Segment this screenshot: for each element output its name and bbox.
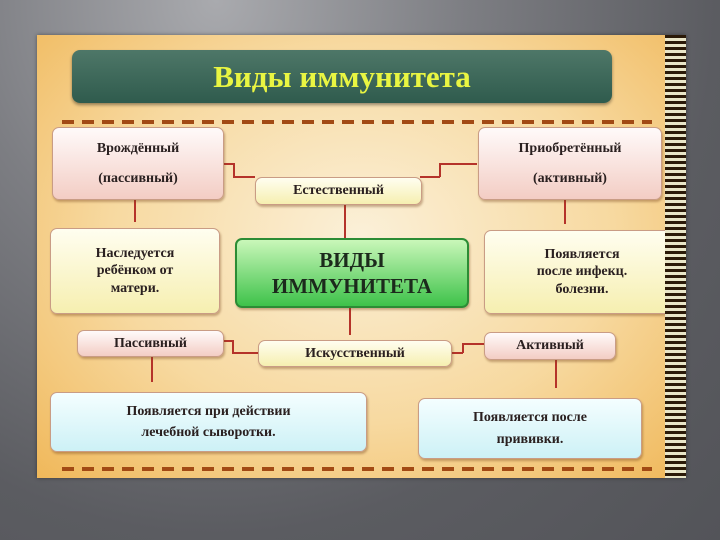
immunity-diagram-image: Виды иммунитета Врождённый (пассивный) Е… <box>37 35 686 478</box>
after-infection-line3: болезни. <box>555 281 609 297</box>
passive-box: Пассивный <box>77 330 224 357</box>
active-box: Активный <box>484 332 616 360</box>
connector <box>232 340 234 353</box>
serum-box: Появляется при действии лечебной сыворот… <box>50 392 367 452</box>
serum-line1: Появляется при действии <box>126 403 291 419</box>
arrow-down-active <box>555 358 557 388</box>
connector <box>222 163 234 165</box>
center-line2: ИММУНИТЕТА <box>271 274 433 298</box>
natural-box: Естественный <box>255 177 422 205</box>
innate-sublabel: (пассивный) <box>98 170 178 186</box>
after-infection-line2: после инфекц. <box>536 264 628 280</box>
center-line1: ВИДЫ <box>319 247 385 272</box>
center-box: ВИДЫ ИММУНИТЕТА <box>235 238 469 308</box>
connector <box>223 340 233 342</box>
connector <box>439 163 441 177</box>
decorative-strip <box>665 35 686 478</box>
connector <box>233 163 235 177</box>
connector <box>462 343 484 345</box>
after-infection-box: Появляется после инфекц. болезни. <box>484 230 680 314</box>
diagram-title: Виды иммунитета <box>72 50 612 103</box>
vaccine-line2: прививки. <box>496 431 564 447</box>
connector <box>233 176 255 178</box>
arrow-up-natural <box>344 205 346 238</box>
acquired-sublabel: (активный) <box>533 170 607 186</box>
acquired-label: Приобретённый <box>518 141 622 156</box>
connector <box>439 163 477 165</box>
after-infection-line1: Появляется <box>544 246 620 262</box>
vaccine-box: Появляется после прививки. <box>418 398 642 459</box>
connector <box>462 343 464 353</box>
arrow-down-acquired <box>564 198 566 224</box>
arrow-down-passive <box>151 355 153 382</box>
top-dashed-divider <box>62 120 652 124</box>
connector <box>232 352 258 354</box>
arrow-down-artificial <box>349 305 351 335</box>
inherited-box: Наследуется ребёнком от матери. <box>50 228 220 314</box>
innate-label: Врождённый <box>96 141 180 156</box>
artificial-box: Искусственный <box>258 340 452 367</box>
inherited-line1: Наследуется <box>95 245 175 261</box>
acquired-box: Приобретённый (активный) <box>478 127 662 200</box>
bottom-dashed-divider <box>62 467 652 471</box>
vaccine-line1: Появляется после <box>473 410 587 425</box>
connector <box>449 352 463 354</box>
inherited-line2: ребёнком от <box>96 263 174 279</box>
serum-line2: лечебной сыворотки. <box>141 425 276 440</box>
inherited-line3: матери. <box>110 280 160 296</box>
arrow-down-innate <box>134 198 136 222</box>
connector <box>420 176 440 178</box>
innate-box: Врождённый (пассивный) <box>52 127 224 200</box>
